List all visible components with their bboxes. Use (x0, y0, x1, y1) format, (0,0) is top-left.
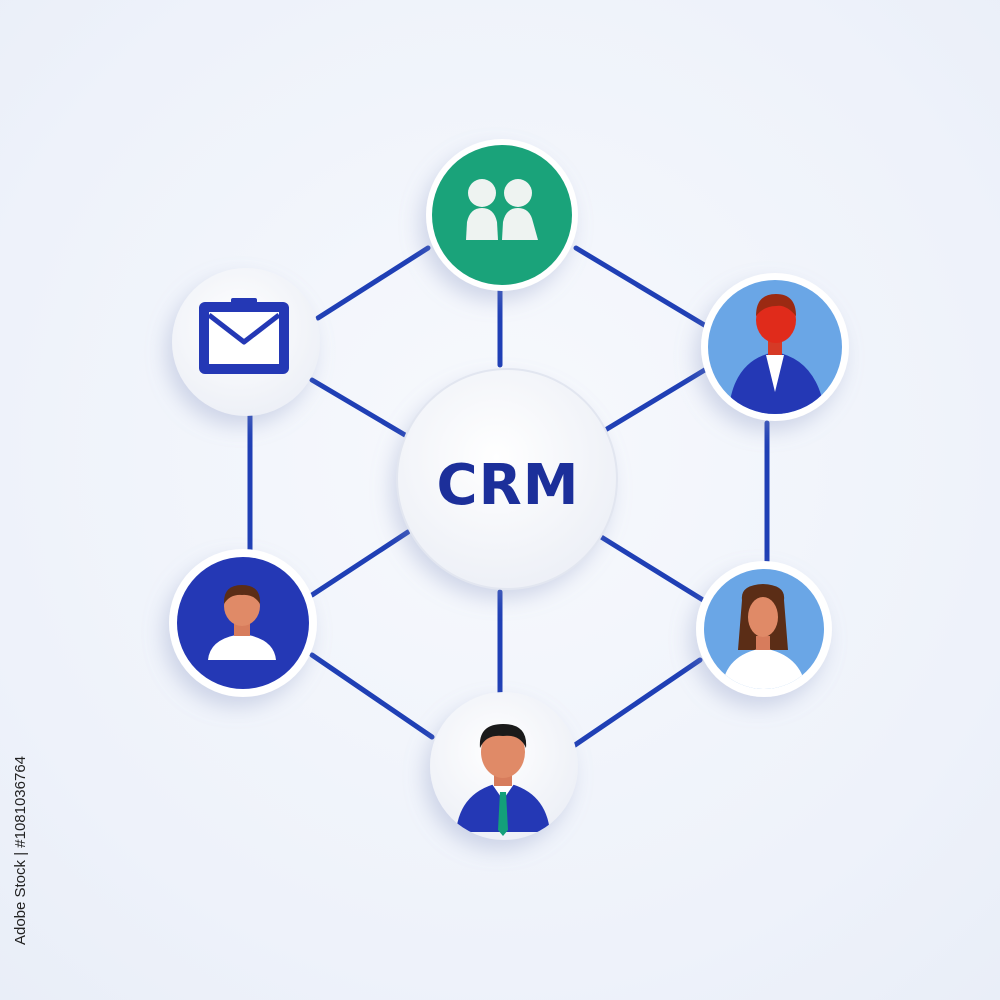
connector-team-manred (573, 245, 709, 329)
email-node[interactable] (172, 268, 320, 416)
envelope-icon (199, 298, 289, 374)
crm-label: CRM (437, 453, 580, 518)
crm-center-node[interactable]: CRM (396, 368, 618, 590)
connector-manblue-businessman (309, 652, 435, 740)
woman-avatar-icon (722, 584, 806, 689)
connector-woman-businessman (572, 657, 703, 748)
team-node[interactable] (426, 139, 578, 291)
man-avatar-icon (208, 585, 276, 660)
businessman-tie-icon (456, 724, 550, 836)
man-blue-node[interactable] (169, 549, 317, 697)
businessman-red-face-icon (728, 294, 826, 414)
connector-email-center (309, 377, 408, 438)
woman-node[interactable] (696, 561, 832, 697)
connector-lines (247, 245, 770, 748)
connector-center-manred (599, 365, 711, 435)
two-people-icon (466, 179, 538, 240)
man-red-node[interactable] (701, 273, 849, 421)
connector-team-email (315, 245, 431, 321)
connector-center-manblue (309, 529, 411, 598)
connector-center-woman (595, 532, 706, 603)
businessman-node[interactable] (430, 692, 578, 840)
stock-id-label: Adobe Stock | #1081036764 (12, 755, 30, 945)
